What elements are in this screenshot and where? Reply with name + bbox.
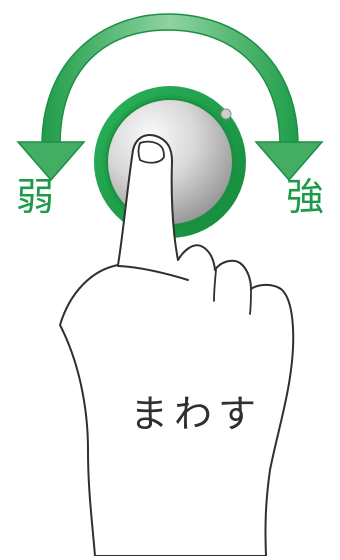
- instruction-text: まわす: [130, 392, 263, 436]
- curved-double-arrow-icon: [16, 13, 324, 182]
- weak-label: 弱: [16, 175, 55, 219]
- strong-label: 強: [286, 175, 325, 219]
- pointing-hand-icon: [59, 134, 295, 557]
